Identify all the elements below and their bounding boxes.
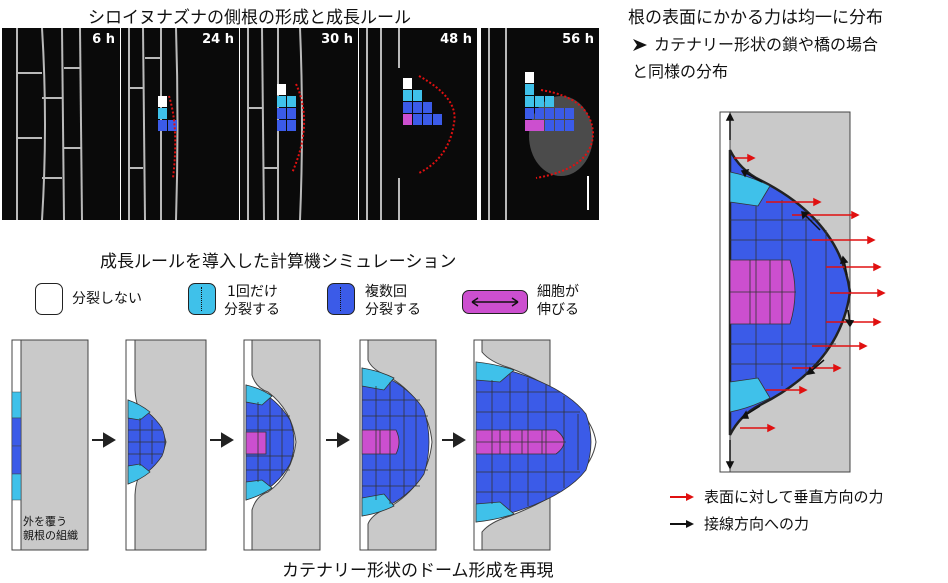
simulation-title: 成長ルールを導入した計算機シミュレーション xyxy=(100,252,457,272)
legend-swatch-no-division xyxy=(35,283,63,315)
right-bullet-line2: と同様の分布 xyxy=(632,62,729,81)
time-label: 48 h xyxy=(440,32,472,47)
double-arrow-icon xyxy=(471,297,519,307)
black-arrow-icon xyxy=(670,520,694,528)
tissue-label-line2: 親根の組織 xyxy=(23,528,78,542)
legend-swatch-divide-once xyxy=(188,283,216,315)
legend-label-elongate-2: 伸びる xyxy=(537,302,579,318)
legend-label-divide-once-1: 1回だけ xyxy=(227,284,278,300)
tissue-label-line1: 外を覆う xyxy=(23,515,67,528)
right-bullet-line1: カテナリー形状の鎖や橋の場合 xyxy=(654,35,879,54)
time-label: 56 h xyxy=(562,32,594,47)
force-red-label: 表面に対して垂直方向の力 xyxy=(704,488,884,506)
sim-stage-2 xyxy=(125,339,207,551)
microscopy-panel-48h: 48 h xyxy=(359,28,477,220)
legend-label-divide-once-2: 分裂する xyxy=(224,302,280,318)
root-image-24h xyxy=(128,28,179,220)
microscopy-title: シロイヌナズナの側根の形成と成長ルール xyxy=(88,8,411,28)
time-label: 6 h xyxy=(92,32,115,47)
right-title: 根の表面にかかる力は均一に分布 xyxy=(628,8,883,28)
simulation-stages: 外を覆う 親根の組織 xyxy=(11,339,597,551)
force-diagram xyxy=(719,111,886,473)
stage-arrow-icon xyxy=(326,432,350,448)
legend-label-no-division: 分裂しない xyxy=(72,291,142,307)
legend-swatch-divide-multiple xyxy=(327,283,355,315)
time-label: 30 h xyxy=(321,32,353,47)
sim-stage-1 xyxy=(11,339,89,551)
microscopy-panel-24h: 24 h xyxy=(121,28,239,220)
stage-arrow-icon xyxy=(442,432,466,448)
sim-stage-3 xyxy=(243,339,321,551)
time-label: 24 h xyxy=(202,32,234,47)
legend-label-elongate-1: 細胞が xyxy=(537,284,579,300)
legend-label-divide-multiple-2: 分裂する xyxy=(365,302,421,318)
root-image-30h xyxy=(247,28,305,220)
root-image-6h xyxy=(16,28,83,220)
microscopy-panel-6h: 6 h xyxy=(2,28,120,220)
stage-arrow-icon xyxy=(210,432,234,448)
microscopy-panel-56h: 56 h xyxy=(481,28,599,220)
legend-swatch-elongate xyxy=(462,290,528,314)
red-arrow-icon xyxy=(670,493,694,501)
root-image-48h xyxy=(366,28,456,220)
sim-stage-4 xyxy=(359,339,437,551)
sim-stage-5 xyxy=(473,339,597,551)
stage-arrow-icon xyxy=(92,432,116,448)
bullet-arrow-icon xyxy=(633,39,647,51)
force-black-label: 接線方向への力 xyxy=(704,515,810,533)
root-image-56h xyxy=(488,28,595,220)
bottom-caption: カテナリー形状のドーム形成を再現 xyxy=(282,561,554,581)
legend-label-divide-multiple-1: 複数回 xyxy=(365,284,407,300)
microscopy-panel-30h: 30 h xyxy=(240,28,358,220)
